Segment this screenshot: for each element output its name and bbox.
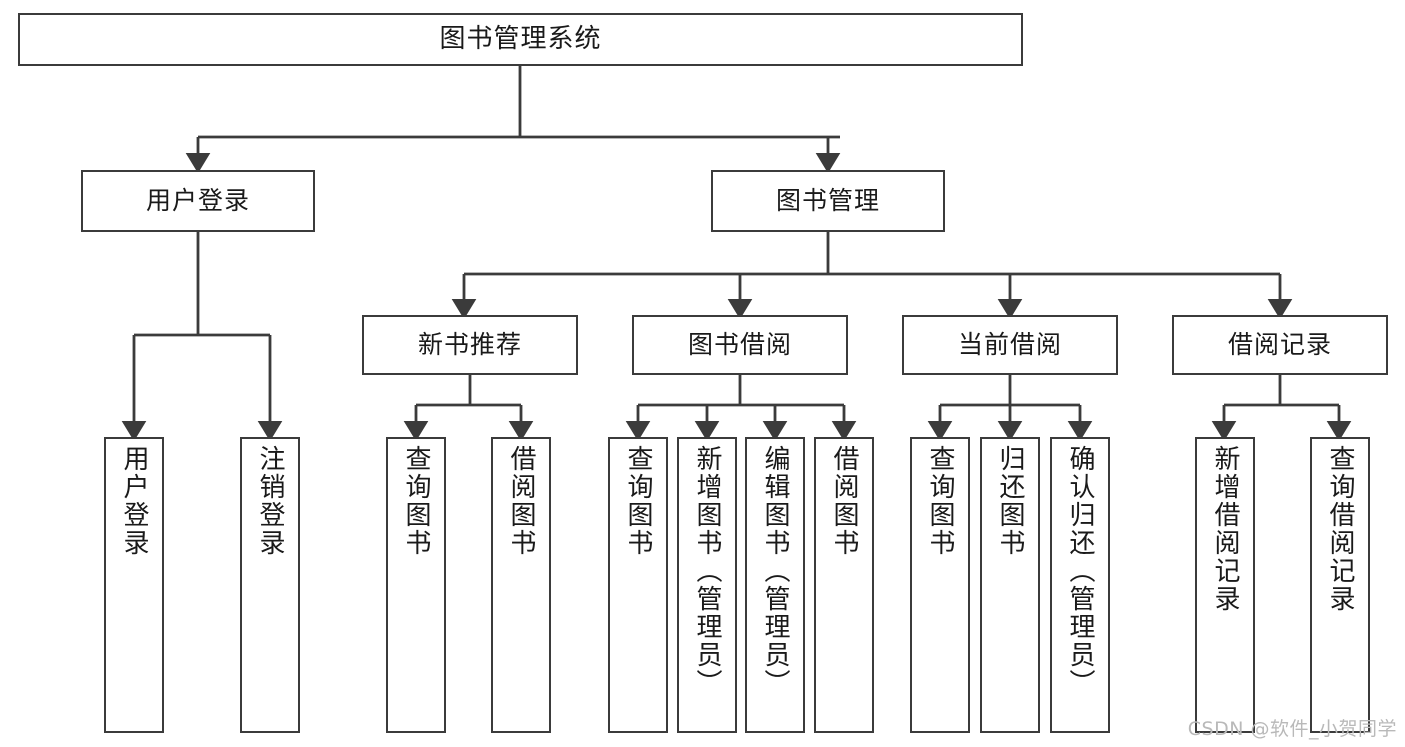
- node-leaf-edit-book[interactable]: 编辑图书（管理员）: [745, 437, 805, 733]
- node-leaf-user-login[interactable]: 用户登录: [104, 437, 164, 733]
- node-label: 注销登录: [255, 445, 286, 557]
- node-book-borrow[interactable]: 图书借阅: [632, 315, 848, 375]
- node-label: 新增图书（管理员）: [692, 445, 723, 697]
- node-label: 借阅图书: [506, 445, 537, 557]
- node-label: 编辑图书（管理员）: [760, 445, 791, 697]
- node-label: 图书借阅: [687, 329, 792, 359]
- node-new-book-recommend[interactable]: 新书推荐: [362, 315, 578, 375]
- node-leaf-add-borrow-record[interactable]: 新增借阅记录: [1195, 437, 1255, 733]
- node-label: 查询图书: [401, 445, 432, 557]
- node-label: 借阅记录: [1227, 329, 1332, 359]
- node-label: 借阅图书: [829, 445, 860, 557]
- node-label: 新书推荐: [417, 329, 522, 359]
- node-leaf-logout-login[interactable]: 注销登录: [240, 437, 300, 733]
- node-user-login[interactable]: 用户登录: [81, 170, 315, 232]
- node-leaf-query-borrow-record[interactable]: 查询借阅记录: [1310, 437, 1370, 733]
- node-label: 图书管理: [775, 185, 880, 215]
- node-label: 当前借阅: [957, 329, 1062, 359]
- node-current-borrow[interactable]: 当前借阅: [902, 315, 1118, 375]
- node-label: 查询图书: [925, 445, 956, 557]
- node-borrow-record[interactable]: 借阅记录: [1172, 315, 1388, 375]
- node-book-manage[interactable]: 图书管理: [711, 170, 945, 232]
- node-label: 用户登录: [145, 185, 250, 215]
- node-leaf-borrow-book-2[interactable]: 借阅图书: [814, 437, 874, 733]
- node-label: 查询借阅记录: [1325, 445, 1356, 613]
- node-label: 确认归还（管理员）: [1065, 445, 1096, 697]
- node-label: 用户登录: [119, 445, 150, 557]
- watermark-text: CSDN @软件_小贺同学: [1187, 718, 1397, 740]
- node-leaf-query-book-3[interactable]: 查询图书: [910, 437, 970, 733]
- node-leaf-return-book[interactable]: 归还图书: [980, 437, 1040, 733]
- node-leaf-confirm-return[interactable]: 确认归还（管理员）: [1050, 437, 1110, 733]
- node-label: 归还图书: [995, 445, 1026, 557]
- node-leaf-borrow-book-1[interactable]: 借阅图书: [491, 437, 551, 733]
- node-label: 查询图书: [623, 445, 654, 557]
- node-label: 新增借阅记录: [1210, 445, 1241, 613]
- node-root-system[interactable]: 图书管理系统: [18, 13, 1023, 66]
- node-label: 图书管理系统: [439, 23, 602, 54]
- node-leaf-add-book[interactable]: 新增图书（管理员）: [677, 437, 737, 733]
- node-leaf-query-book-1[interactable]: 查询图书: [386, 437, 446, 733]
- node-leaf-query-book-2[interactable]: 查询图书: [608, 437, 668, 733]
